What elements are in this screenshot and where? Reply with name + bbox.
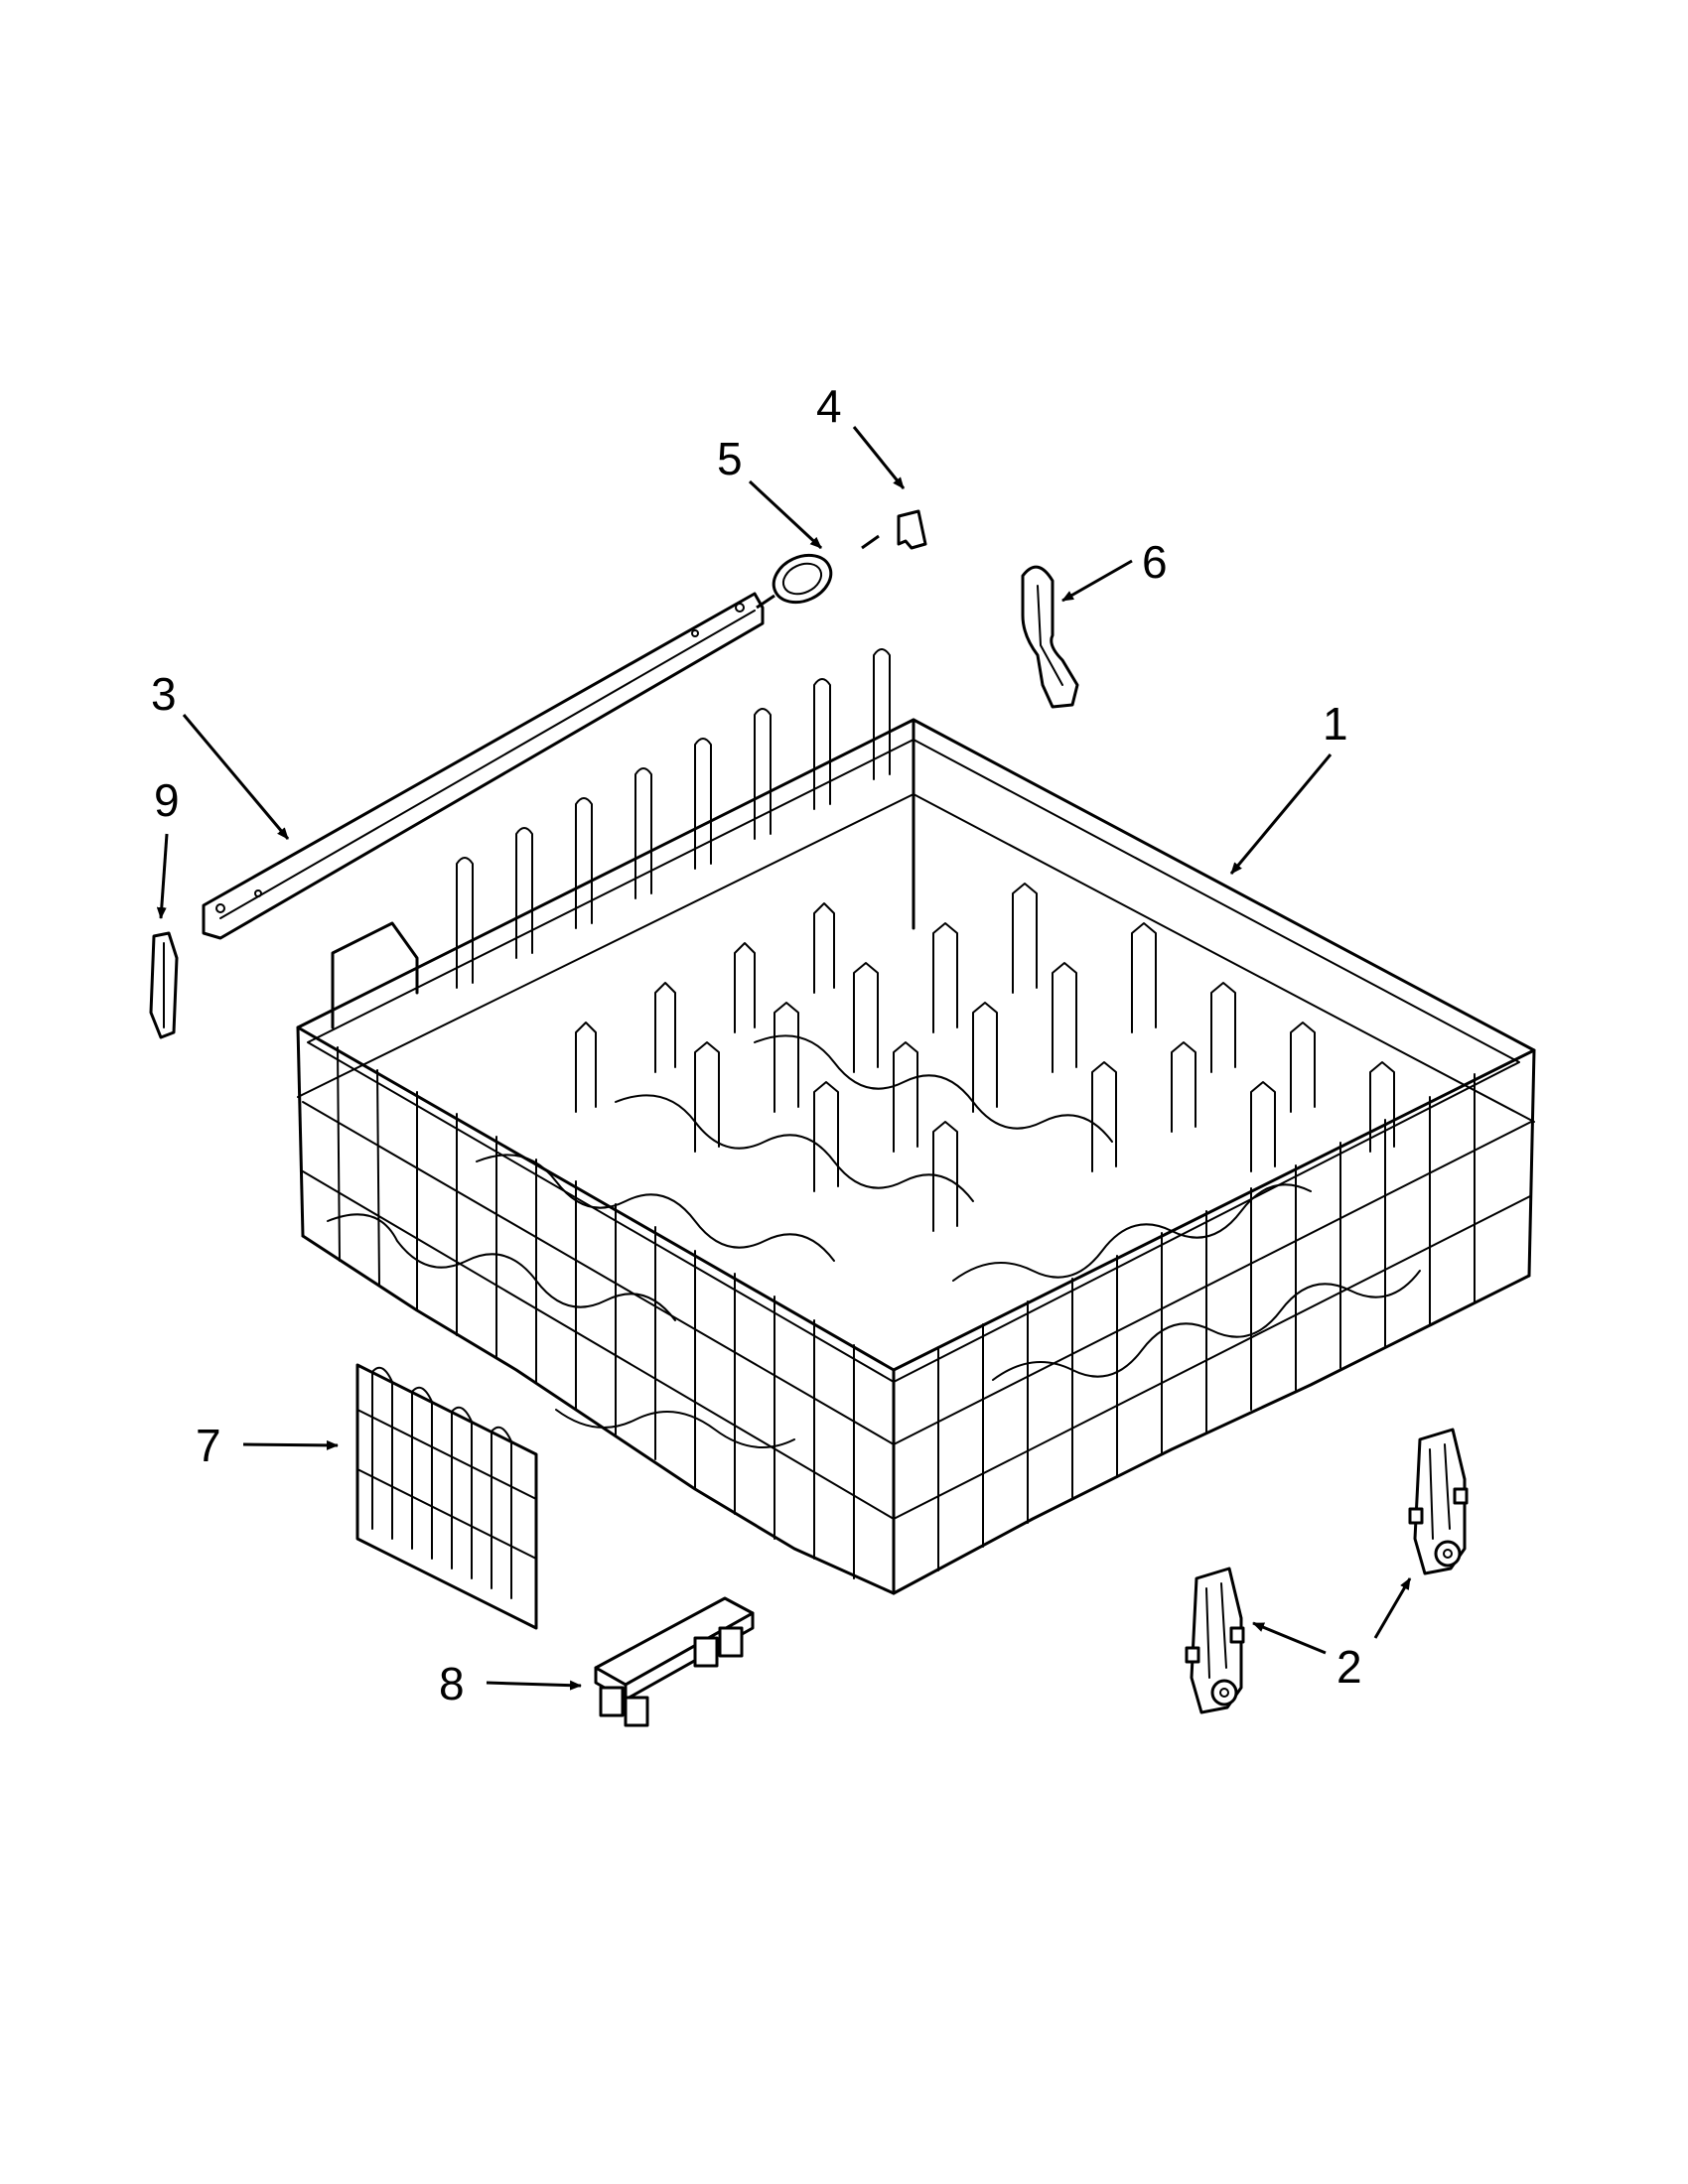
part-4-clip	[861, 509, 927, 550]
part-5-wheel	[756, 553, 833, 610]
part-6-tine-clip	[1021, 565, 1079, 709]
leader-6	[1061, 559, 1133, 603]
leader-2b	[1373, 1577, 1412, 1639]
callout-3: 3	[151, 668, 177, 720]
part-7-folding-tine-section	[355, 1363, 538, 1630]
callout-5: 5	[717, 433, 743, 484]
callout-6: 6	[1142, 536, 1168, 588]
leader-4	[852, 426, 906, 489]
leader-1	[1229, 753, 1333, 875]
leader-7	[242, 1439, 339, 1450]
part-9-end-cap	[149, 931, 179, 1039]
leader-9	[156, 833, 169, 919]
leader-3	[182, 714, 290, 840]
callout-numbers: 1 2 3 4 5 6 7 8 9	[151, 380, 1362, 1709]
leader-5	[748, 479, 823, 550]
callout-2: 2	[1336, 1641, 1362, 1693]
callout-8: 8	[439, 1658, 465, 1709]
part-8-rail-stop	[594, 1596, 755, 1727]
part-3-rack-track	[202, 592, 765, 940]
part-2-rack-adjuster-right	[1408, 1428, 1469, 1575]
leader-8	[486, 1680, 582, 1691]
part-1-upper-rack	[296, 648, 1536, 1595]
part-2-rack-adjuster-left	[1185, 1567, 1245, 1714]
callout-4: 4	[816, 380, 842, 432]
leader-arrows	[156, 426, 1412, 1691]
callout-7: 7	[196, 1420, 221, 1471]
callout-1: 1	[1323, 698, 1348, 750]
leader-2a	[1252, 1621, 1327, 1655]
callout-9: 9	[154, 774, 180, 826]
